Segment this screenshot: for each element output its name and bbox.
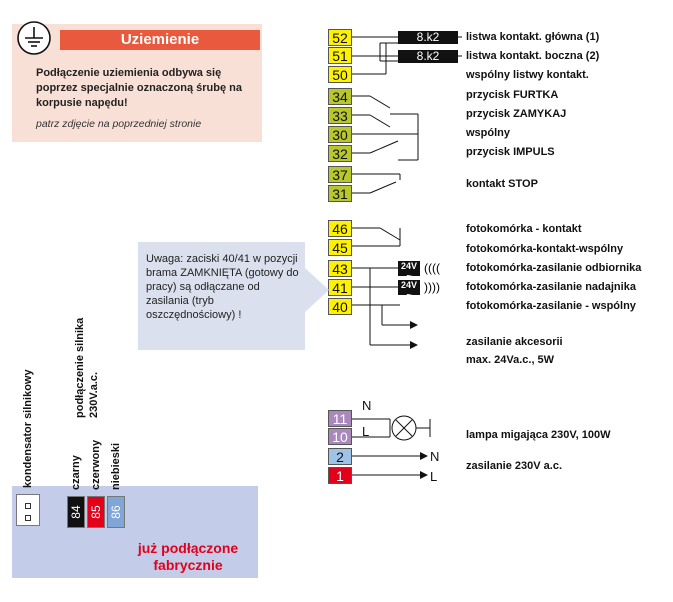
note-panel	[138, 242, 305, 350]
motor-connection-label-2: 230V.a.c.	[88, 371, 100, 418]
terminal-11: 11	[328, 410, 352, 427]
transmitter-icon: ))))	[424, 280, 440, 294]
label-43: fotokomórka-zasilanie odbiornika	[466, 262, 642, 274]
note-text: Uwaga: zaciski 40/41 w pozycji brama ZAM…	[146, 253, 299, 321]
lamp-l-label: L	[362, 424, 370, 439]
terminal-10: 10	[328, 428, 352, 445]
supply-label: zasilanie 230V a.c.	[466, 460, 563, 472]
terminal-30: 30	[328, 126, 352, 143]
capacitor-label: kondensator silnikowy	[22, 369, 34, 488]
grounding-note: patrz zdjęcie na poprzedniej stronie	[36, 118, 202, 130]
terminal-31: 31	[328, 185, 352, 202]
wire-black-label: czarny	[70, 455, 82, 490]
label-41: fotokomórka-zasilanie nadajnika	[466, 281, 636, 293]
accessory-label-2: max. 24Va.c., 5W	[466, 354, 555, 366]
terminal-45: 45	[328, 239, 352, 256]
terminal-37: 37	[328, 166, 352, 183]
motor-connection-label-1: podłączenie silnika	[74, 317, 86, 418]
wire-red-label: czerwony	[90, 439, 102, 490]
label-46: fotokomórka - kontakt	[466, 223, 582, 235]
motor-panel	[12, 486, 258, 578]
terminal-46: 46	[328, 220, 352, 237]
label-34: przycisk FURTKA	[466, 89, 559, 101]
label-stop: kontakt STOP	[466, 178, 538, 190]
resistor-side: 8.k2	[398, 50, 458, 63]
label-50: wspólny listwy kontakt.	[466, 69, 589, 81]
voltage-badge-receiver: 24V~	[398, 261, 420, 281]
label-51: listwa kontakt. boczna (2)	[466, 50, 600, 62]
label-33: przycisk ZAMYKAJ	[466, 108, 567, 120]
supply-n-label: N	[430, 449, 440, 464]
lamp-label: lampa migająca 230V, 100W	[466, 429, 611, 441]
resistor-main: 8.k2	[398, 31, 458, 44]
terminal-1: 1	[328, 467, 352, 484]
terminal-50: 50	[328, 66, 352, 83]
terminal-33: 33	[328, 107, 352, 124]
terminal-52: 52	[328, 29, 352, 46]
terminal-34: 34	[328, 88, 352, 105]
terminal-43: 43	[328, 260, 352, 277]
terminal-32: 32	[328, 145, 352, 162]
ground-icon	[17, 21, 51, 55]
supply-l-label: L	[430, 469, 438, 484]
label-40: fotokomórka-zasilanie - wspólny	[466, 300, 636, 312]
wire-blue-label: niebieski	[110, 442, 122, 490]
terminal-2: 2	[328, 448, 352, 465]
terminal-51: 51	[328, 47, 352, 64]
factory-connected-label: już podłączone fabrycznie	[137, 540, 239, 573]
capacitor-icon	[16, 494, 40, 526]
grounding-text: Podłączenie uziemienia odbywa się poprze…	[36, 67, 242, 109]
voltage-badge-transmitter: 24V~	[398, 280, 420, 300]
terminal-86: 86	[107, 496, 125, 528]
terminal-85: 85	[87, 496, 105, 528]
note-pointer	[305, 268, 329, 312]
terminal-41: 41	[328, 279, 352, 296]
label-32: przycisk IMPULS	[466, 146, 555, 158]
label-45: fotokomórka-kontakt-wspólny	[466, 243, 624, 255]
lamp-n-label: N	[362, 398, 372, 413]
receiver-icon: ((((	[424, 261, 440, 275]
terminal-84: 84	[67, 496, 85, 528]
accessory-label-1: zasilanie akcesorii	[466, 336, 563, 348]
grounding-title: Uziemienie	[60, 30, 260, 50]
label-30: wspólny	[466, 127, 511, 139]
label-52: listwa kontakt. główna (1)	[466, 31, 600, 43]
terminal-40: 40	[328, 298, 352, 315]
